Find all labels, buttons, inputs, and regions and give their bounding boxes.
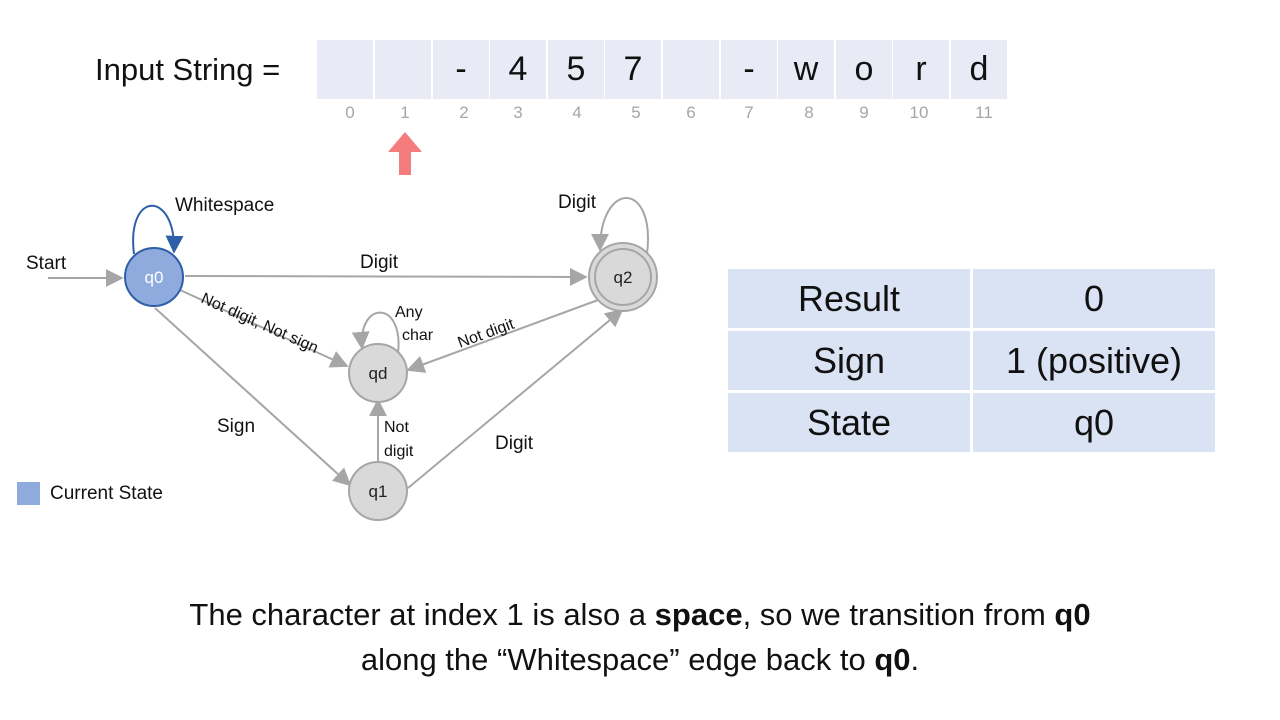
index-pointer-arrow-icon: [388, 132, 422, 175]
index-label: 11: [975, 103, 993, 122]
index-label: 8: [804, 103, 814, 122]
state-machine-diagram: q0 q2 qd q1 Start Whitespace Digit Digit…: [26, 192, 658, 521]
input-cell: 4: [490, 40, 546, 99]
index-label: 0: [345, 103, 355, 122]
state-key: State: [725, 390, 970, 452]
index-label: 3: [513, 103, 523, 122]
q0-qd-label: Not digit, Not sign: [198, 290, 320, 357]
input-cell: [317, 40, 373, 99]
index-label: 7: [744, 103, 754, 122]
table-row: State q0: [725, 390, 1215, 452]
input-cell: 5: [548, 40, 604, 99]
qd-self-label-1: Any: [395, 304, 423, 321]
q0-to-q1-edge: [154, 307, 352, 487]
sign-key: Sign: [725, 328, 970, 390]
input-cell: -: [721, 40, 777, 99]
whitespace-label: Whitespace: [175, 195, 274, 216]
whitespace-loop-edge: [132, 204, 184, 255]
table-row: Sign 1 (positive): [725, 328, 1215, 390]
input-cell: w: [778, 40, 834, 99]
q2-self-digit-label: Digit: [558, 192, 597, 213]
status-table: Result 0 Sign 1 (positive) State q0: [725, 266, 1215, 452]
index-label: 5: [631, 103, 641, 122]
input-cell: -: [433, 40, 489, 99]
q0-to-q2-edge: [184, 267, 588, 286]
state-q2: q2: [588, 242, 658, 312]
start-label: Start: [26, 253, 67, 274]
result-key: Result: [725, 266, 970, 328]
q2-to-qd-edge: [406, 299, 599, 373]
result-value: 0: [970, 266, 1215, 328]
input-cell: [663, 40, 719, 99]
input-cell: d: [951, 40, 1007, 99]
index-label: 4: [572, 103, 582, 122]
input-cell: 7: [605, 40, 661, 99]
index-label: 9: [859, 103, 869, 122]
legend-label: Current State: [50, 483, 163, 504]
svg-text:q0: q0: [145, 268, 164, 287]
state-q1: q1: [348, 461, 408, 521]
q2-qd-label: Not digit: [456, 316, 517, 352]
q0-q2-digit-label: Digit: [360, 252, 399, 273]
input-cell: [375, 40, 431, 99]
state-value: q0: [970, 390, 1215, 452]
svg-text:q1: q1: [369, 482, 388, 501]
input-cell: o: [836, 40, 892, 99]
caption: The character at index 1 is also a space…: [0, 592, 1280, 682]
q1-q2-digit-label: Digit: [495, 433, 534, 454]
current-state-swatch: [17, 482, 40, 505]
svg-text:qd: qd: [369, 364, 388, 383]
svg-text:q2: q2: [614, 268, 633, 287]
state-q0: q0: [124, 247, 184, 307]
caption-line-2: along the “Whitespace” edge back to q0.: [360, 642, 920, 677]
index-label: 2: [459, 103, 469, 122]
q2-self-loop-edge: [591, 197, 649, 255]
qd-self-loop-edge: [351, 311, 400, 354]
q1-to-q2-edge: [407, 308, 624, 489]
sign-value: 1 (positive): [970, 328, 1215, 390]
q1-qd-label-1: Not: [384, 419, 409, 436]
table-row: Result 0: [725, 266, 1215, 328]
input-string-label: Input String =: [95, 52, 281, 87]
qd-self-label-2: char: [402, 327, 434, 344]
index-label: 1: [400, 103, 410, 122]
sign-label: Sign: [217, 416, 255, 437]
index-label: 10: [909, 103, 929, 122]
index-label: 6: [686, 103, 696, 122]
input-cell: r: [893, 40, 949, 99]
q0-to-qd-edge: [179, 289, 349, 368]
q1-qd-label-2: digit: [384, 443, 414, 460]
state-qd: qd: [348, 343, 408, 403]
caption-line-1: The character at index 1 is also a space…: [189, 597, 1091, 632]
